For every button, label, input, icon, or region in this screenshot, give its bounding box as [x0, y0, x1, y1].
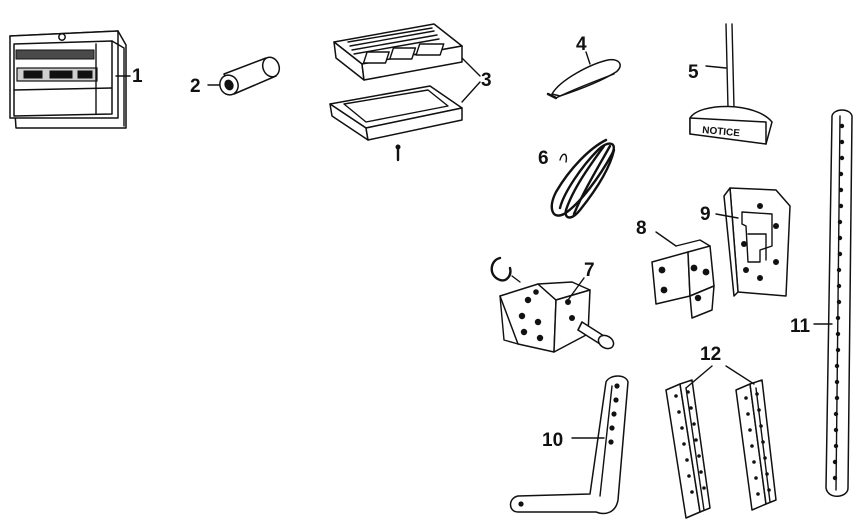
part-6-number: 6: [538, 148, 549, 169]
part-10-number: 10: [542, 430, 563, 451]
part-8-number: 8: [636, 218, 647, 239]
part-12-angle-brackets: [665, 365, 777, 519]
part-5-number: 5: [688, 62, 699, 83]
part-9-header-bracket: [715, 187, 791, 297]
part-4-number: 4: [576, 34, 587, 55]
part-3-number: 3: [481, 70, 492, 91]
part-4-visor-clip: [546, 51, 621, 100]
part-5-notice-label: NOTICE: [702, 125, 741, 139]
part-10-door-arm: [509, 375, 629, 515]
part-1-number: 1: [132, 66, 143, 87]
part-6-coiled-wire: [550, 138, 616, 219]
part-8-bracket: [651, 231, 715, 319]
part-2-number: 2: [190, 76, 201, 97]
part-7-door-bracket: [490, 256, 615, 353]
part-9-number: 9: [700, 204, 711, 225]
part-11-perforated-strap: [813, 109, 853, 497]
part-12-number: 12: [700, 344, 721, 365]
part-11-number: 11: [790, 316, 811, 337]
part-2-cylinder: [207, 56, 281, 96]
part-1-wall-console: [9, 30, 131, 129]
part-7-number: 7: [584, 260, 595, 281]
part-5-release-handle: [689, 23, 773, 145]
part-3-remote-transmitter: [329, 23, 481, 162]
